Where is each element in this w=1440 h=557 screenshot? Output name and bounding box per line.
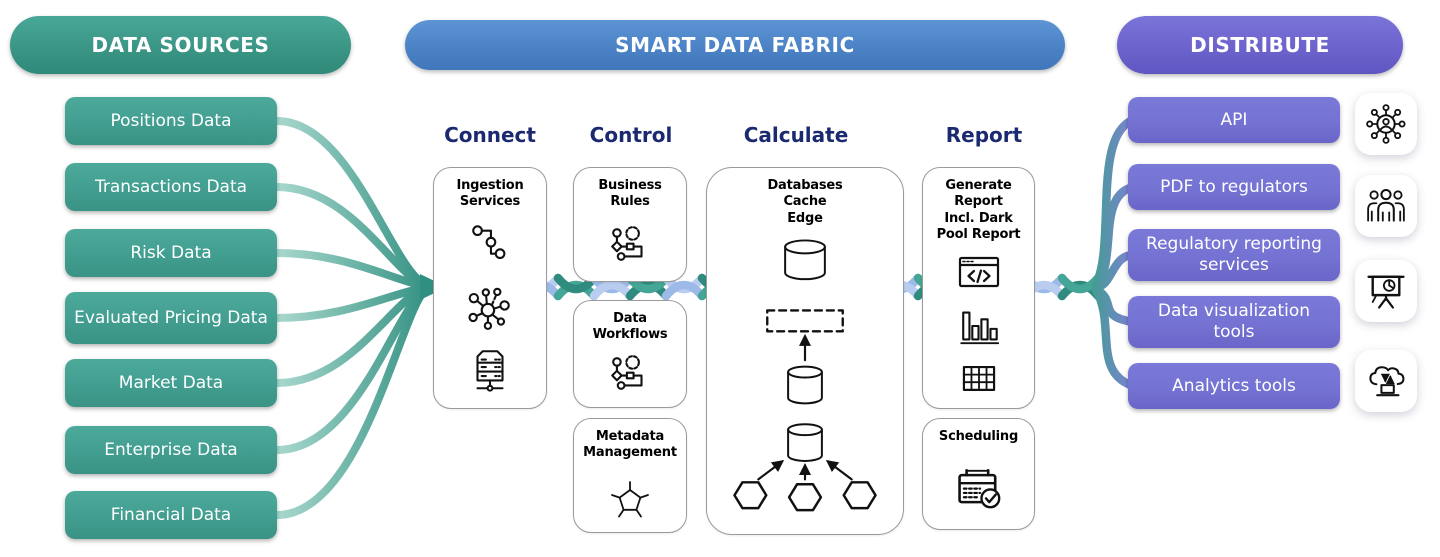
database-cylinder-icon: [784, 239, 826, 280]
source-pill-financial: Financial Data: [65, 491, 277, 539]
column-label-report: Report: [945, 123, 1023, 147]
box-title: Data Workflows: [592, 311, 668, 343]
distribute-pill-analytics: Analytics tools: [1128, 363, 1340, 409]
box-business-rules: Business Rules: [573, 167, 687, 282]
molecule-pentagon-icon: [611, 480, 649, 518]
source-pill-positions: Positions Data: [65, 97, 277, 145]
code-window-icon: [958, 257, 999, 288]
column-label-calculate: Calculate: [743, 123, 849, 147]
calculate-dataflow-icon: [733, 239, 877, 512]
box-title: Metadata Management: [583, 429, 677, 461]
cloud-transfer-icon: [1369, 366, 1405, 397]
distribute-curves: [1091, 115, 1138, 391]
hexagon-feeds-icon: [733, 422, 877, 512]
distribute-pill-api: API: [1128, 97, 1340, 143]
box-title: Generate Report Incl. Dark Pool Report: [936, 178, 1021, 242]
database-cylinder-icon: [787, 365, 823, 405]
icon-card-presentation: [1355, 260, 1417, 322]
box-data-workflows: Data Workflows: [573, 300, 687, 408]
box-title: Databases Cache Edge: [767, 178, 843, 226]
box-scheduling: Scheduling: [922, 418, 1035, 530]
source-pill-enterprise: Enterprise Data: [65, 426, 277, 474]
people-group-icon: [1367, 188, 1405, 222]
calendar-check-icon: [957, 469, 1000, 509]
presentation-chart-icon: [1367, 275, 1405, 309]
box-metadata-management: Metadata Management: [573, 418, 687, 533]
chain-nodes-icon: [472, 225, 506, 260]
server-stack-icon: [476, 350, 504, 392]
source-pill-evaluated-pricing: Evaluated Pricing Data: [65, 292, 277, 344]
column-label-connect: Connect: [444, 123, 536, 147]
distribute-header: DISTRIBUTE: [1117, 16, 1403, 74]
source-pill-transactions: Transactions Data: [65, 163, 277, 211]
source-pill-market: Market Data: [65, 359, 277, 407]
icon-card-api: [1355, 93, 1417, 155]
smart-data-fabric-header: SMART DATA FABRIC: [405, 20, 1065, 70]
box-generate-report: Generate Report Incl. Dark Pool Report: [922, 167, 1035, 409]
source-curves: [273, 117, 428, 519]
distribute-pill-pdf: PDF to regulators: [1128, 164, 1340, 210]
data-sources-header: DATA SOURCES: [10, 16, 351, 74]
column-label-control: Control: [589, 123, 673, 147]
workflow-gear-icon: [611, 355, 643, 391]
icon-card-cloud: [1355, 350, 1417, 412]
table-grid-icon: [962, 365, 995, 391]
distribute-pill-dataviz: Data visualization tools: [1128, 296, 1340, 348]
bar-chart-icon: [959, 311, 999, 344]
distribute-pill-regulatory: Regulatory reporting services: [1128, 229, 1340, 281]
box-title: Scheduling: [938, 429, 1019, 444]
network-hub-icon: [468, 287, 510, 331]
api-network-icon: [1366, 104, 1406, 144]
box-title: Business Rules: [598, 178, 662, 210]
workflow-gear-icon: [611, 225, 643, 261]
cache-dashed-rect-icon: [766, 309, 844, 333]
box-ingestion-services: Ingestion Services: [433, 167, 547, 409]
box-title: Ingestion Services: [456, 178, 524, 210]
icon-card-people: [1355, 175, 1417, 237]
source-pill-risk: Risk Data: [65, 229, 277, 277]
box-databases-cache-edge: Databases Cache Edge: [706, 167, 904, 535]
